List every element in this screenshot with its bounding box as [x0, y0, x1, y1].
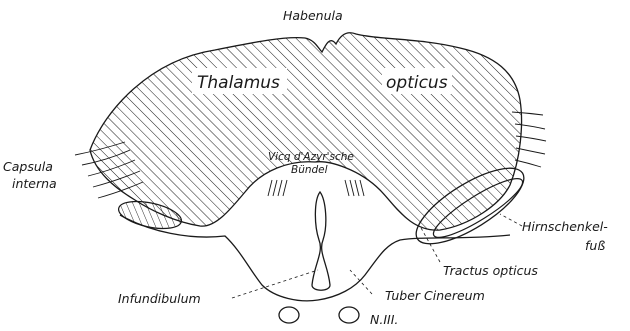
vicq-bundle-strokes — [268, 180, 364, 196]
label-thalamus: Thalamus — [197, 73, 280, 93]
third-ventricle — [312, 192, 330, 290]
label-vicq: Vicq d'Azyr'sche — [268, 151, 354, 163]
label-fuss: fuß — [585, 238, 605, 253]
label-buendel: Bündel — [291, 164, 328, 176]
label-hirnschenkel: Hirnschenkel- — [522, 219, 608, 234]
label-interna: interna — [12, 176, 57, 191]
label-n3: N.III. — [370, 312, 398, 327]
n3-left-circle — [279, 307, 299, 323]
label-tuber-cinereum: Tuber Cinereum — [385, 288, 485, 303]
label-infundibulum: Infundibulum — [118, 291, 201, 306]
tuber-leader — [350, 270, 372, 294]
label-opticus: opticus — [386, 73, 448, 93]
label-capsula: Capsula — [3, 159, 53, 174]
label-habenula: Habenula — [283, 8, 343, 23]
label-tractus-opticus: Tractus opticus — [443, 263, 538, 278]
thalamus-region — [90, 33, 522, 230]
hirnschenkel-leader — [500, 214, 522, 226]
n3-right-circle — [339, 307, 359, 323]
tractus-leader — [420, 226, 440, 262]
